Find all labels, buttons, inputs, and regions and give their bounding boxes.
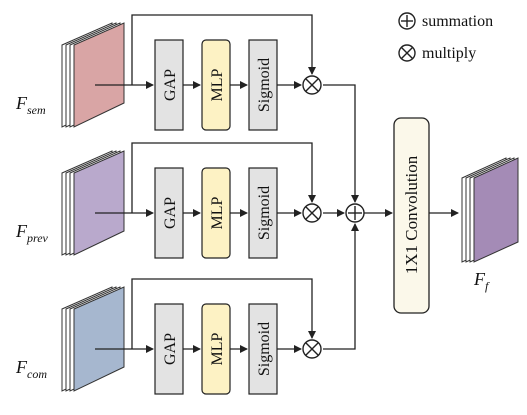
sigmoid-block: Sigmoid: [248, 303, 278, 395]
conv-block: 1X1 Convolution: [393, 117, 430, 314]
sigmoid-block: Sigmoid: [248, 167, 278, 259]
mlp-block: MLP: [201, 303, 231, 395]
input-feature-map-com: [61, 286, 125, 392]
com-to-sum-arrow: [323, 223, 359, 350]
gap-label: GAP: [162, 69, 179, 101]
skip-arrow: [131, 142, 316, 213]
sigmoid-label: Sigmoid: [256, 186, 273, 240]
summation-node: [345, 203, 365, 223]
multiply-node-prev: [302, 203, 322, 223]
skip-arrow: [131, 14, 316, 85]
sigmoid-label: Sigmoid: [256, 322, 273, 376]
skip-arrow: [131, 278, 316, 349]
summation-legend-icon: [398, 12, 416, 30]
output-label: Ff: [473, 269, 490, 293]
input-feature-map-sem: [61, 22, 125, 128]
summation-legend-label: summation: [422, 13, 493, 30]
gap-block: GAP: [154, 167, 184, 259]
output-feature-map: [461, 157, 519, 263]
branch-com: Fcom GAP MLP Sigmoid: [15, 278, 322, 395]
branch-prev: Fprev GAP MLP Sigmoid: [15, 142, 322, 259]
mlp-block: MLP: [201, 39, 231, 131]
gap-block: GAP: [154, 39, 184, 131]
mlp-label: MLP: [209, 332, 226, 365]
sigmoid-block: Sigmoid: [248, 39, 278, 131]
feature-slab: [473, 157, 519, 263]
input-label-prev: Fprev: [15, 221, 49, 245]
legend: summation multiply: [398, 12, 493, 62]
feature-slab: [73, 286, 125, 392]
mlp-block: MLP: [201, 167, 231, 259]
multiply-node-sem: [302, 75, 322, 95]
input-label-sem: Fsem: [15, 93, 46, 117]
input-feature-map-prev: [61, 150, 125, 256]
mlp-label: MLP: [209, 68, 226, 101]
input-label-com: Fcom: [15, 357, 47, 381]
multiply-legend-label: multiply: [422, 45, 476, 62]
sigmoid-label: Sigmoid: [256, 58, 273, 112]
mlp-label: MLP: [209, 196, 226, 229]
gap-label: GAP: [162, 333, 179, 365]
feature-slab: [73, 22, 125, 128]
sem-to-sum-arrow: [323, 84, 359, 203]
gap-label: GAP: [162, 197, 179, 229]
branch-sem: Fsem GAP MLP Sigmoid: [15, 14, 322, 131]
multiply-node-com: [302, 339, 322, 359]
conv-label: 1X1 Convolution: [402, 155, 421, 274]
gap-block: GAP: [154, 303, 184, 395]
multiply-legend-icon: [398, 44, 416, 62]
feature-slab: [73, 150, 125, 256]
